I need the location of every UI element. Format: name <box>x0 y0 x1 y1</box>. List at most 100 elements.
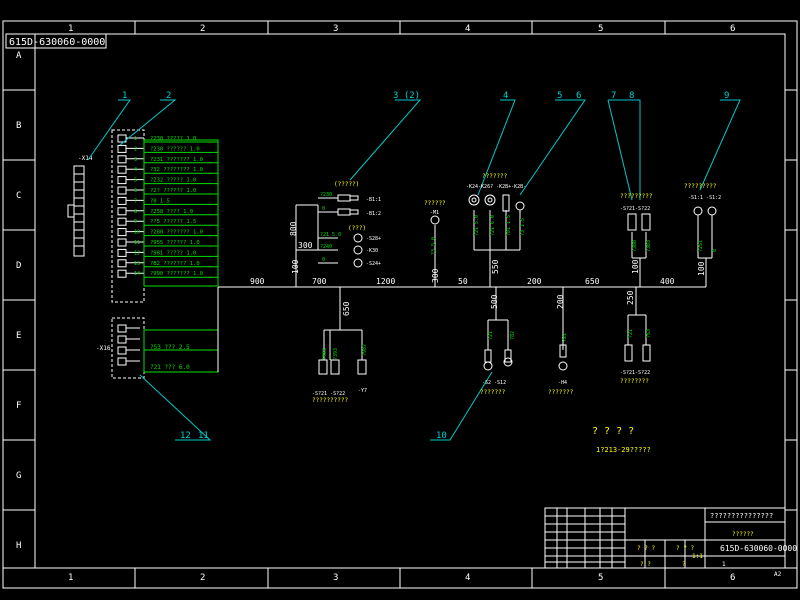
svg-text:???????: ??????? <box>480 389 506 396</box>
connector-housing-bottom <box>111 317 145 379</box>
x14-pin-9 <box>117 217 127 226</box>
svg-text:300: 300 <box>298 241 313 250</box>
svg-text:????????: ???????? <box>620 378 649 385</box>
x14-pin-number: 4 <box>134 167 137 173</box>
svg-text:5: 5 <box>557 91 562 101</box>
svg-text:100: 100 <box>697 261 706 276</box>
svg-text:?????????: ????????? <box>620 193 653 200</box>
x14-pin-11 <box>117 238 127 247</box>
connector-x14-slots <box>74 173 84 247</box>
svg-text:?21: ?21 <box>488 331 494 340</box>
svg-text:-S?21-S?22: -S?21-S?22 <box>620 206 650 212</box>
svg-text:?383: ?383 <box>646 240 652 252</box>
g7-terminals <box>627 213 651 231</box>
title-caption: ?????? <box>732 531 754 538</box>
svg-text:1: 1 <box>122 91 127 101</box>
x14-pin-number: 9 <box>134 219 137 225</box>
callout-leaders <box>87 99 741 441</box>
wire-block-top <box>143 139 219 287</box>
title-question: ? ? ? ? <box>592 426 634 437</box>
svg-text:100: 100 <box>291 259 300 274</box>
svg-text:250: 250 <box>626 290 635 305</box>
x14-pin-13 <box>117 259 127 268</box>
svg-text:?82: ?82 <box>510 331 516 340</box>
svg-text:?53: ?53 <box>646 329 652 338</box>
column-ticks <box>134 21 666 588</box>
b2-terminals <box>483 349 513 371</box>
svg-text:550: 550 <box>491 259 500 274</box>
svg-text:9: 9 <box>724 91 729 101</box>
svg-text:-M1: -M1 <box>430 210 439 216</box>
svg-text:100: 100 <box>631 259 640 274</box>
x14-pin-10 <box>117 228 127 237</box>
svg-text:800: 800 <box>289 221 298 236</box>
g3-header: (?????) <box>334 181 359 188</box>
connector-top-pin-texts: ?230 ????? 1.0 ?230 ?????? 1.0 ?231 ??????… <box>144 136 218 278</box>
svg-text:?240: ?240 <box>320 244 332 250</box>
x14-pin-number: 2 <box>134 146 137 152</box>
svg-text:-B1:1: -B1:1 <box>366 197 381 203</box>
svg-text:1:1: 1:1 <box>692 553 703 560</box>
svg-text:-H4: -H4 <box>558 380 567 386</box>
inner-frame <box>34 33 786 569</box>
x14-pin-text: ?32 ???????? 1.0 <box>150 167 203 173</box>
svg-text:-K30: -K30 <box>366 248 378 254</box>
svg-text:-S?21 -S?22: -S?21 -S?22 <box>312 391 345 397</box>
svg-text:11: 11 <box>198 431 209 441</box>
svg-text:2: 2 <box>200 24 205 34</box>
x16-pin-1-text: ?53 ??? 2.5 <box>150 344 190 351</box>
svg-text:3: 3 <box>333 24 338 34</box>
svg-text:?????????: ????????? <box>684 183 717 190</box>
svg-text:???????: ??????? <box>548 389 574 396</box>
svg-text:-S1:1 -S1:2: -S1:1 -S1:2 <box>688 195 721 201</box>
x14-pin-3 <box>117 155 127 164</box>
svg-text:H: H <box>16 541 21 551</box>
svg-text:?21 5.0: ?21 5.0 <box>320 232 341 238</box>
dimension-labels: 900 700 1200 300 50 550 200 650 100 400 … <box>250 221 706 316</box>
x14-pin-text: ??5 ?????? 1.5 <box>150 219 196 225</box>
x14-pin-number: 12 <box>134 250 140 256</box>
x14-pin-number: 7 <box>134 198 137 204</box>
b4-terminals <box>624 344 651 362</box>
svg-text:B: B <box>16 121 21 131</box>
x14-pin-number: 6 <box>134 188 137 194</box>
g9-terminals <box>693 206 717 216</box>
x14-pin-14 <box>117 269 127 278</box>
x14-pin-text: ?231 ??????? 1.0 <box>150 157 203 163</box>
svg-text:?3 1.5: ?3 1.5 <box>520 218 526 236</box>
svg-text:5: 5 <box>598 24 603 34</box>
connector-x14-tab <box>67 204 75 218</box>
x14-pin-text: ?0 1.5 <box>150 198 170 204</box>
svg-text:?393: ?393 <box>333 348 339 360</box>
x14-pin-text: ?258 ???? 1.0 <box>150 209 193 215</box>
row-labels: A B C D E F G H <box>16 51 22 551</box>
svg-text:?230: ?230 <box>320 192 332 198</box>
svg-text:?21: ?21 <box>562 333 568 342</box>
x14-pin-text: ?230 ????? 1.0 <box>150 136 196 142</box>
svg-text:6: 6 <box>730 573 735 583</box>
svg-text:A: A <box>16 51 22 61</box>
svg-text:? ? ?: ? ? ? <box>637 545 655 552</box>
svg-text:(???): (???) <box>348 225 366 232</box>
svg-text:900: 900 <box>250 277 265 286</box>
svg-text:400: 400 <box>660 277 675 286</box>
svg-text:?251: ?251 <box>698 240 704 252</box>
svg-text:1200: 1200 <box>376 277 395 286</box>
svg-text:?987: ?987 <box>362 344 368 356</box>
svg-text:F: F <box>16 401 21 411</box>
x14-pin-number: 10 <box>134 230 140 236</box>
connector-x16-label: -X16 <box>96 345 111 352</box>
svg-text:-S24+: -S24+ <box>366 261 381 267</box>
callout-labels: 1 2 3 (2) 4 5 6 7 8 9 10 12 11 <box>122 91 729 441</box>
x14-pin-text: ?990 ??????? 1.0 <box>150 271 203 277</box>
frame-border <box>2 20 798 589</box>
x14-pin-8 <box>117 207 127 216</box>
svg-text:50: 50 <box>458 277 468 286</box>
x14-pin-text: ?230 ?????? 1.0 <box>150 146 200 152</box>
drawing-number-bottom: 615D-630060-0000 <box>720 544 797 553</box>
b3-terminal <box>558 344 568 371</box>
svg-text:?81 1.5: ?81 1.5 <box>506 215 512 236</box>
svg-text:E: E <box>16 331 21 341</box>
svg-text:4: 4 <box>465 24 470 34</box>
